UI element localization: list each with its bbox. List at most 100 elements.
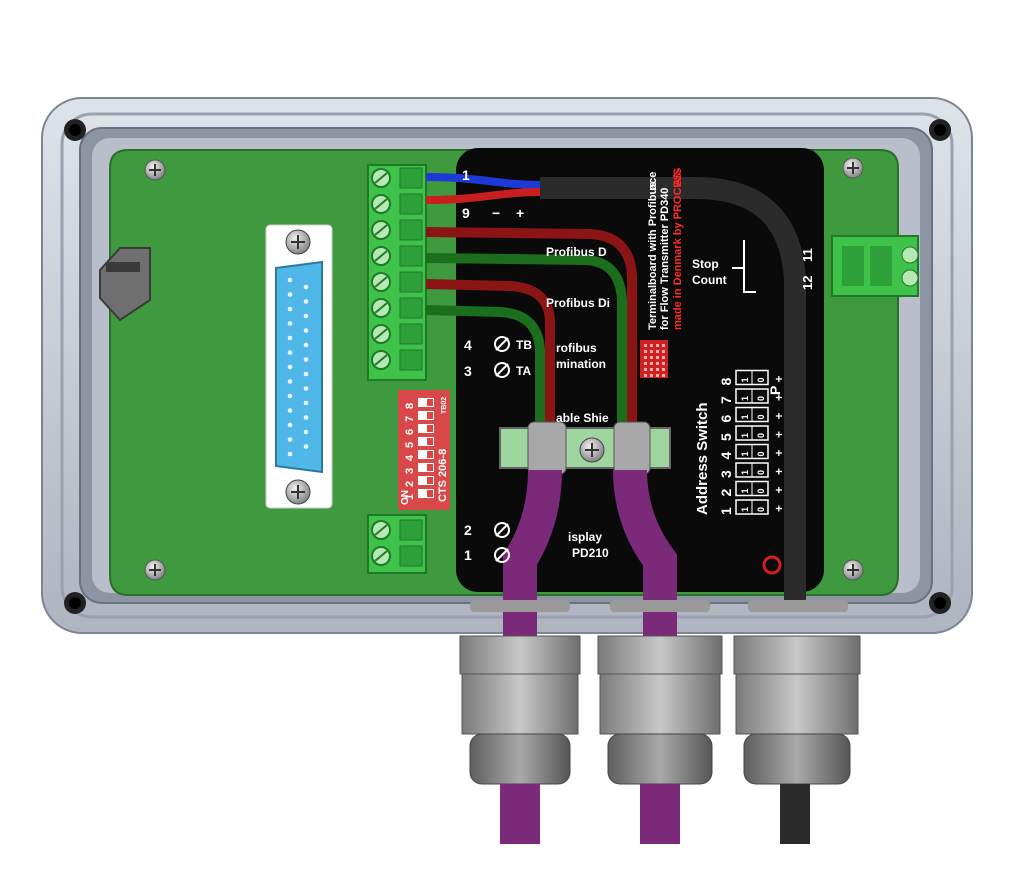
- screw-icon: [842, 157, 864, 179]
- terminal-slot: [399, 167, 423, 189]
- dip-number: 3: [404, 468, 416, 474]
- dip-number: 8: [404, 403, 416, 409]
- profibus-termination-label-1: rofibus: [556, 341, 597, 355]
- svg-text:1: 1: [740, 433, 750, 438]
- power-symbol-icon: [762, 555, 782, 575]
- dsub-pin: [287, 350, 293, 355]
- screw-icon: [285, 229, 311, 255]
- svg-text:1: 1: [740, 488, 750, 493]
- svg-text:1: 1: [740, 414, 750, 419]
- dsub-pin: [303, 284, 309, 290]
- svg-text:0: 0: [756, 451, 766, 456]
- ta-label: TA: [516, 364, 531, 378]
- terminal-1-number: 1: [464, 547, 472, 563]
- dip-toggle: [418, 476, 434, 485]
- terminal-slot: [399, 519, 423, 541]
- dsub-pin: [287, 437, 293, 442]
- dsub-pin: [303, 415, 309, 420]
- terminal-slot: [399, 193, 423, 215]
- terminal-slot: [399, 271, 423, 293]
- profibus-termination-label-2: mination: [556, 357, 606, 371]
- address-plus-sign: +: [772, 431, 786, 438]
- board-info-text: Terminalboard with Profibus ace for Flow…: [640, 168, 684, 378]
- dip-toggle: [418, 424, 434, 433]
- screw-icon: [144, 159, 166, 181]
- address-position-number: 7: [718, 396, 734, 404]
- address-position-number: 2: [718, 489, 734, 497]
- terminal-9-minus: −: [492, 205, 500, 221]
- terminal-slot: [399, 219, 423, 241]
- black-cable: [540, 177, 806, 600]
- screw-icon: [285, 479, 311, 505]
- svg-text:1: 1: [740, 451, 750, 456]
- terminal-9-number: 9: [462, 205, 470, 221]
- board-text-line3: made in Denmark by PROCES-: [672, 169, 684, 330]
- dip-number: 5: [404, 442, 416, 448]
- dsub-pin: [303, 328, 309, 333]
- dip-toggle: [418, 398, 434, 407]
- dsub-pin: [287, 451, 293, 457]
- cable-gland-right: [733, 600, 861, 844]
- corner-holes: [64, 119, 951, 614]
- svg-text:0: 0: [756, 433, 766, 438]
- dsub-pin: [287, 379, 293, 384]
- svg-text:0: 0: [756, 414, 766, 419]
- dip-number: 1: [404, 494, 416, 500]
- display-label-1: isplay: [568, 530, 602, 544]
- terminal-9-plus: +: [516, 205, 524, 221]
- dip-tag-label: TB02: [441, 397, 448, 414]
- screw-icon: [579, 437, 605, 463]
- panel-labels: 9 1 − + Profibus D Profibus Di rofibus m…: [462, 167, 815, 563]
- svg-text:0: 0: [756, 507, 766, 512]
- dsub-pin: [287, 422, 293, 428]
- terminal-block-display: [367, 514, 427, 574]
- pcb-screws: [144, 157, 864, 581]
- terminal-slot: [399, 545, 423, 567]
- address-position-number: 5: [718, 433, 734, 441]
- terminal-3-number: 3: [464, 363, 472, 379]
- dip-toggle: [418, 411, 434, 420]
- screw-icon: [842, 559, 864, 581]
- dsub-pin: [303, 444, 309, 449]
- cable-shield-label: able Shie: [556, 411, 609, 425]
- address-plus-sign: +: [772, 468, 786, 475]
- svg-text:0: 0: [756, 488, 766, 493]
- address-plus-sign: +: [772, 375, 786, 382]
- address-position-number: 8: [718, 378, 734, 386]
- terminal-block-stop-count: [831, 235, 919, 297]
- dsub-pin: [287, 277, 293, 283]
- dsub-pin: [287, 408, 293, 413]
- stop-label: Stop: [692, 257, 719, 271]
- dip-number: 6: [404, 429, 416, 435]
- terminal-10-number: 1: [462, 167, 470, 183]
- address-position-number: 6: [718, 415, 734, 423]
- address-plus-sign: +: [772, 486, 786, 493]
- svg-text:0: 0: [756, 377, 766, 382]
- board-text-line2: for Flow Transmitter PD340: [659, 188, 671, 330]
- dip-toggle: [418, 450, 434, 459]
- address-position-number: 4: [718, 452, 734, 460]
- dip-toggle: [418, 437, 434, 446]
- terminal-12-number: 12: [800, 276, 815, 290]
- dip-number: 2: [404, 481, 416, 487]
- dsub-pin: [287, 335, 293, 341]
- address-plus-sign: +: [772, 394, 786, 401]
- screw-icon: [144, 559, 166, 581]
- svg-text:1: 1: [740, 377, 750, 382]
- address-switch-title: Address Switch: [694, 402, 711, 515]
- terminal-slot: [399, 323, 423, 345]
- dsub-pin: [303, 342, 309, 348]
- address-plus-sign: +: [772, 449, 786, 456]
- tb-label: TB: [516, 338, 532, 352]
- dsub-pin: [303, 357, 309, 362]
- count-label: Count: [692, 273, 727, 287]
- dsub-pin: [303, 299, 309, 304]
- address-position-number: 1: [718, 507, 734, 515]
- terminal-2-number: 2: [464, 522, 472, 538]
- dsub-pin: [287, 292, 293, 297]
- dsub-pin: [303, 386, 309, 391]
- dsub-pin: [303, 429, 309, 435]
